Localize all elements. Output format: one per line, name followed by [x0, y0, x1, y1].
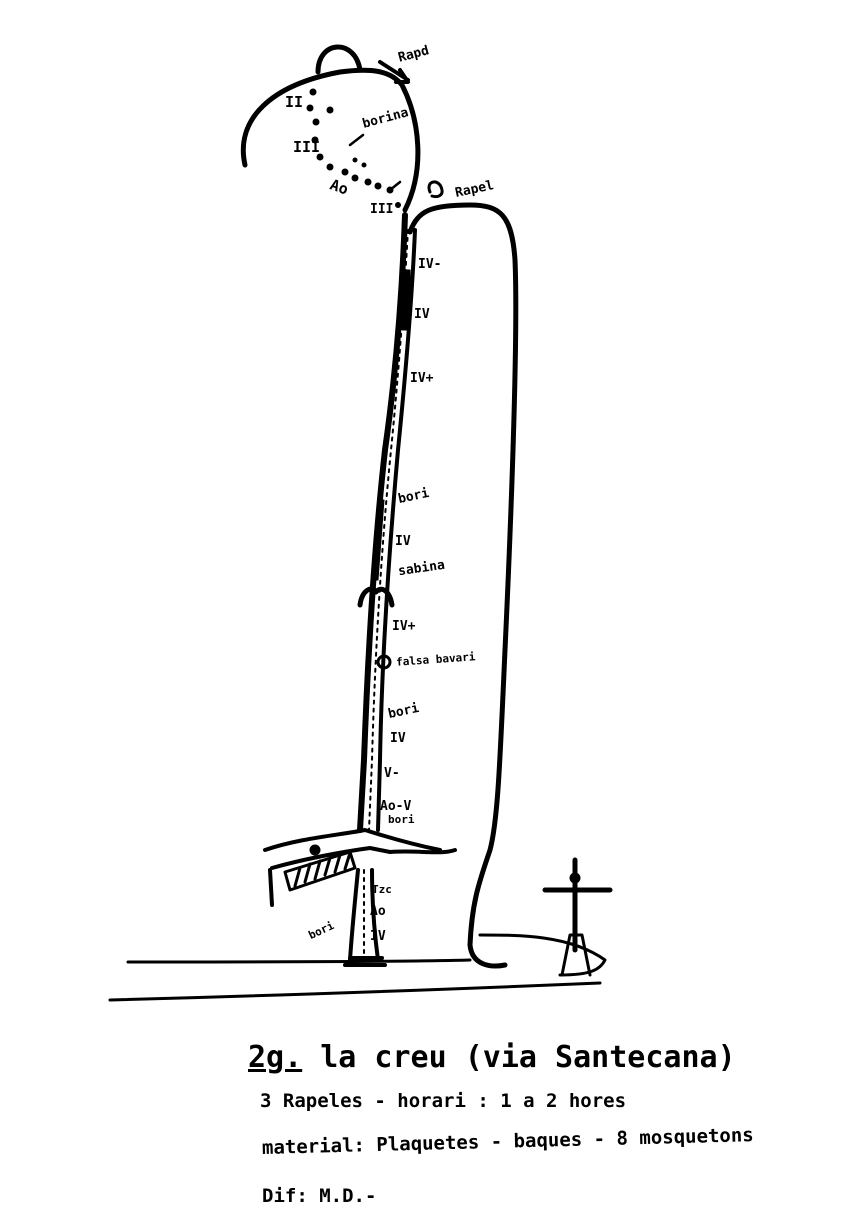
base-line — [108, 981, 602, 1002]
grade-label: IV — [395, 534, 411, 549]
ground-line — [126, 933, 607, 977]
grade-label: IV — [390, 731, 406, 746]
cross-icon — [542, 857, 613, 977]
upper-route-dots — [306, 88, 401, 208]
grade-label: III — [293, 138, 321, 156]
upper-cliff-outline — [240, 67, 421, 213]
grade-label: Tzc — [372, 883, 392, 896]
grade-label: Ao-V — [380, 799, 412, 814]
caption-difficulty: Dif: M.D.- — [262, 1185, 377, 1207]
rappel-arrow-2 — [427, 180, 444, 199]
tree-icon — [357, 586, 395, 608]
caption-rappels-time: 3 Rapeles - horari : 1 a 2 hores — [260, 1090, 627, 1112]
grade-label: II — [285, 93, 304, 111]
false-bolt-icon — [376, 654, 392, 670]
grade-label: IV+ — [392, 619, 416, 634]
route-column-left — [357, 212, 408, 833]
grade-label: IV+ — [410, 371, 434, 386]
grade-label: IV — [414, 307, 430, 322]
route-number: 2g. — [248, 1040, 303, 1075]
pillar-outline — [407, 202, 519, 969]
grade-label: IV- — [418, 257, 442, 272]
lower-column — [348, 868, 380, 962]
aid-label: Ao — [370, 904, 386, 919]
summit-block — [315, 44, 363, 75]
route-title: 2g. la creu (via Santecana) — [248, 1040, 736, 1075]
bolt-label: bori — [388, 813, 415, 826]
grade-label: III — [370, 202, 394, 217]
ledge — [263, 828, 457, 907]
grade-label: V- — [384, 766, 400, 781]
rappel-arrow-1 — [378, 60, 410, 84]
route-name: la creu (via Santecana) — [320, 1040, 736, 1075]
grade-label: IV — [370, 929, 386, 944]
